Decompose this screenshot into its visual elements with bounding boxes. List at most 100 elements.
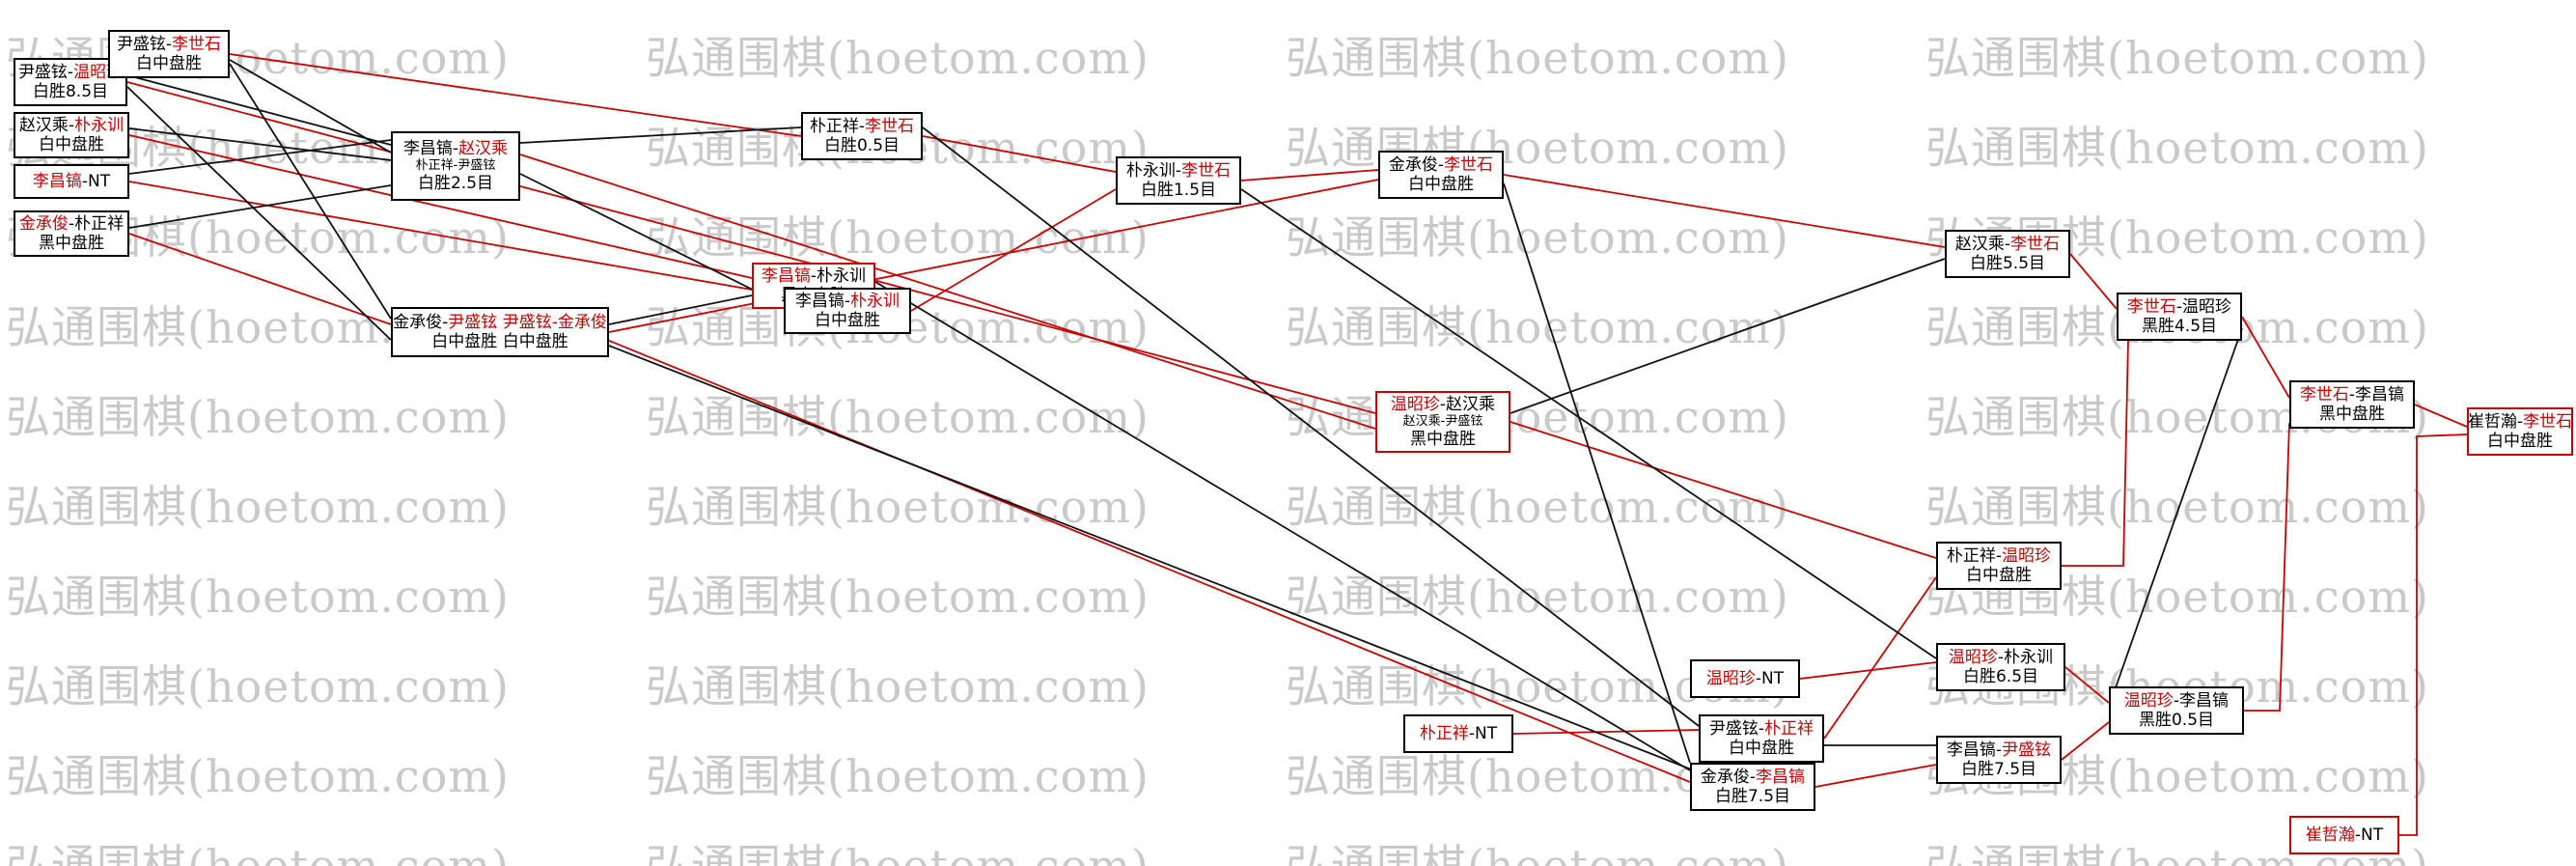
connector-line-red [1512, 729, 1700, 735]
match-text: 赵汉乘- [1954, 234, 2011, 254]
match-cuizhehan-lishishi-final: 崔哲瀚-李世石白中盘胜 [2467, 407, 2573, 456]
match-row: 温昭珍-李昌镐 [2124, 691, 2229, 711]
match-row: 李世石-李昌镐 [2300, 385, 2404, 405]
match-text: 白胜0.5目 [823, 136, 900, 155]
match-text: -朴永训 [810, 265, 867, 286]
winner-name-text: 李昌镐 [32, 171, 82, 191]
watermark-text: 弘通围棋(hoetom.com) [1286, 481, 1789, 533]
connector-line-red [128, 134, 753, 279]
connector-line-black [922, 126, 1700, 727]
match-text: 赵汉乘-尹盛铉 [1402, 414, 1483, 430]
connector-line-black [126, 86, 392, 341]
watermark-text: 弘通围棋(hoetom.com) [6, 840, 510, 866]
match-puyongxun-lishishi: 朴永训-李世石白胜1.5目 [1116, 156, 1241, 205]
winner-name-text: 温昭珍 [1705, 668, 1756, 688]
winner-name-text: 李昌镐 [1756, 767, 1806, 787]
match-row: 白胜0.5目 [824, 136, 900, 155]
winner-name-text: 李世石 [865, 116, 915, 136]
connector-line-red [2414, 404, 2468, 428]
watermark-text: 弘通围棋(hoetom.com) [6, 481, 510, 533]
connector-line-black [128, 127, 392, 161]
connector-line-black [519, 126, 802, 144]
match-row: 白中盘胜 [815, 311, 880, 330]
watermark-text: 弘通围棋(hoetom.com) [1925, 32, 2429, 84]
match-text: -李昌镐 [2173, 690, 2230, 711]
watermark-text: 弘通围棋(hoetom.com) [6, 660, 510, 712]
watermark-text: 弘通围棋(hoetom.com) [646, 571, 1150, 623]
match-row: 黑中盘胜 [2319, 405, 2385, 424]
match-text: -NT [81, 171, 111, 191]
winner-name-text: 李世石 [2010, 234, 2061, 254]
match-row: 白中盘胜 白中盘胜 [431, 332, 568, 351]
watermark-text: 弘通围棋(hoetom.com) [1286, 122, 1789, 174]
match-text: 白中盘胜 [2487, 432, 2553, 451]
match-row: 黑中盘胜 [39, 234, 104, 253]
match-text: 李昌镐- [1946, 740, 2003, 760]
watermark-text: 弘通围棋(hoetom.com) [646, 32, 1150, 84]
connector-line-red [910, 188, 1117, 312]
match-text: 金承俊- [1388, 154, 1445, 175]
watermark-text: 弘通围棋(hoetom.com) [1925, 481, 2429, 533]
match-text: 白胜7.5目 [1714, 787, 1791, 806]
match-text: 黑中盘胜 [2319, 405, 2385, 424]
connector-line-red [2241, 316, 2290, 399]
connector-line-red [128, 181, 753, 291]
match-puzhengxiang-nt: 朴正祥-NT [1403, 714, 1513, 753]
match-row: 赵汉乘-李世石 [1955, 235, 2060, 254]
match-text: 黑胜0.5目 [2138, 711, 2215, 730]
connector-line-black [229, 59, 392, 154]
watermark-text: 弘通围棋(hoetom.com) [6, 391, 510, 443]
match-text: 白中盘胜 [815, 311, 880, 330]
match-text: 白胜6.5目 [1962, 667, 2039, 686]
match-text: 白中盘胜 [1408, 175, 1474, 194]
connector-line-red [1814, 764, 1937, 788]
watermark-text: 弘通围棋(hoetom.com) [1286, 840, 1789, 866]
connector-line-red [2061, 721, 2110, 761]
connector-line-red [126, 81, 1376, 414]
match-row: 朴永训-李世石 [1126, 161, 1231, 181]
winner-name-text: 朴永训 [850, 291, 900, 311]
watermark-text: 弘通围棋(hoetom.com) [1286, 32, 1789, 84]
match-row: 赵汉乘-尹盛铉 [1403, 414, 1483, 429]
match-row: 尹盛铉-朴正祥 [1709, 719, 1814, 739]
match-puzhengxiang-lishishi: 朴正祥-李世石白胜0.5目 [801, 112, 923, 160]
connector-line-red [1503, 174, 1946, 248]
connector-line-red [519, 154, 1376, 430]
winner-name-text: 温昭珍 [1948, 647, 1998, 667]
match-row: 金承俊-尹盛铉 尹盛铉-金承俊 [393, 313, 607, 332]
connector-line-black [1240, 188, 1937, 659]
match-text: 白胜7.5目 [1960, 760, 2037, 779]
match-row: 金承俊-朴正祥 [19, 214, 124, 234]
match-lishishi-wenzhaozhen: 李世石-温昭珍黑胜4.5目 [2117, 293, 2242, 341]
match-text: 白中盘胜 [1729, 739, 1794, 758]
connector-line-black [1510, 258, 1946, 414]
match-text: 黑中盘胜 [1410, 429, 1476, 449]
watermark-text: 弘通围棋(hoetom.com) [1286, 391, 1789, 443]
match-row: 黑胜4.5目 [2142, 317, 2217, 336]
match-wenzhaozhen-zhaohancheng: 温昭珍-赵汉乘赵汉乘-尹盛铉黑中盘胜 [1375, 391, 1510, 453]
winner-name-text: 尹盛铉 [448, 312, 498, 332]
match-text: 李昌镐- [402, 139, 459, 159]
match-text: 白胜2.5目 [417, 173, 494, 193]
match-row: 温昭珍-赵汉乘 [1391, 395, 1495, 414]
winner-name-text: 李世石 [1444, 154, 1494, 175]
match-text: -李昌镐 [2348, 384, 2405, 405]
match-row: 白中盘胜 [1408, 175, 1474, 194]
match-wenzhaozhen-puyongxun: 温昭珍-朴永训白胜6.5目 [1936, 643, 2065, 691]
match-text: 白中盘胜 [136, 54, 202, 73]
match-text: 崔哲瀚- [2467, 411, 2524, 432]
connector-line-red [2069, 253, 2118, 310]
connector-line-red [606, 339, 1691, 783]
match-row: 朴正祥-温昭珍 [1947, 546, 2051, 566]
match-jinchengjun-yinshengxuan: 金承俊-尹盛铉 尹盛铉-金承俊白中盘胜 白中盘胜 [391, 307, 609, 357]
match-row: 白中盘胜 [39, 135, 104, 154]
match-row: 黑胜0.5目 [2139, 711, 2214, 730]
connector-line-red [1240, 169, 1379, 182]
match-row: 白胜5.5目 [1970, 254, 2045, 273]
match-yinshengxuan-lishishi: 尹盛铉-李世石白中盘胜 [108, 30, 230, 78]
match-row: 白胜6.5目 [1963, 667, 2038, 686]
connector-line-red [2399, 433, 2468, 836]
watermark-text: 弘通围棋(hoetom.com) [1286, 211, 1789, 264]
match-row: 金承俊-李世石 [1389, 155, 1493, 175]
